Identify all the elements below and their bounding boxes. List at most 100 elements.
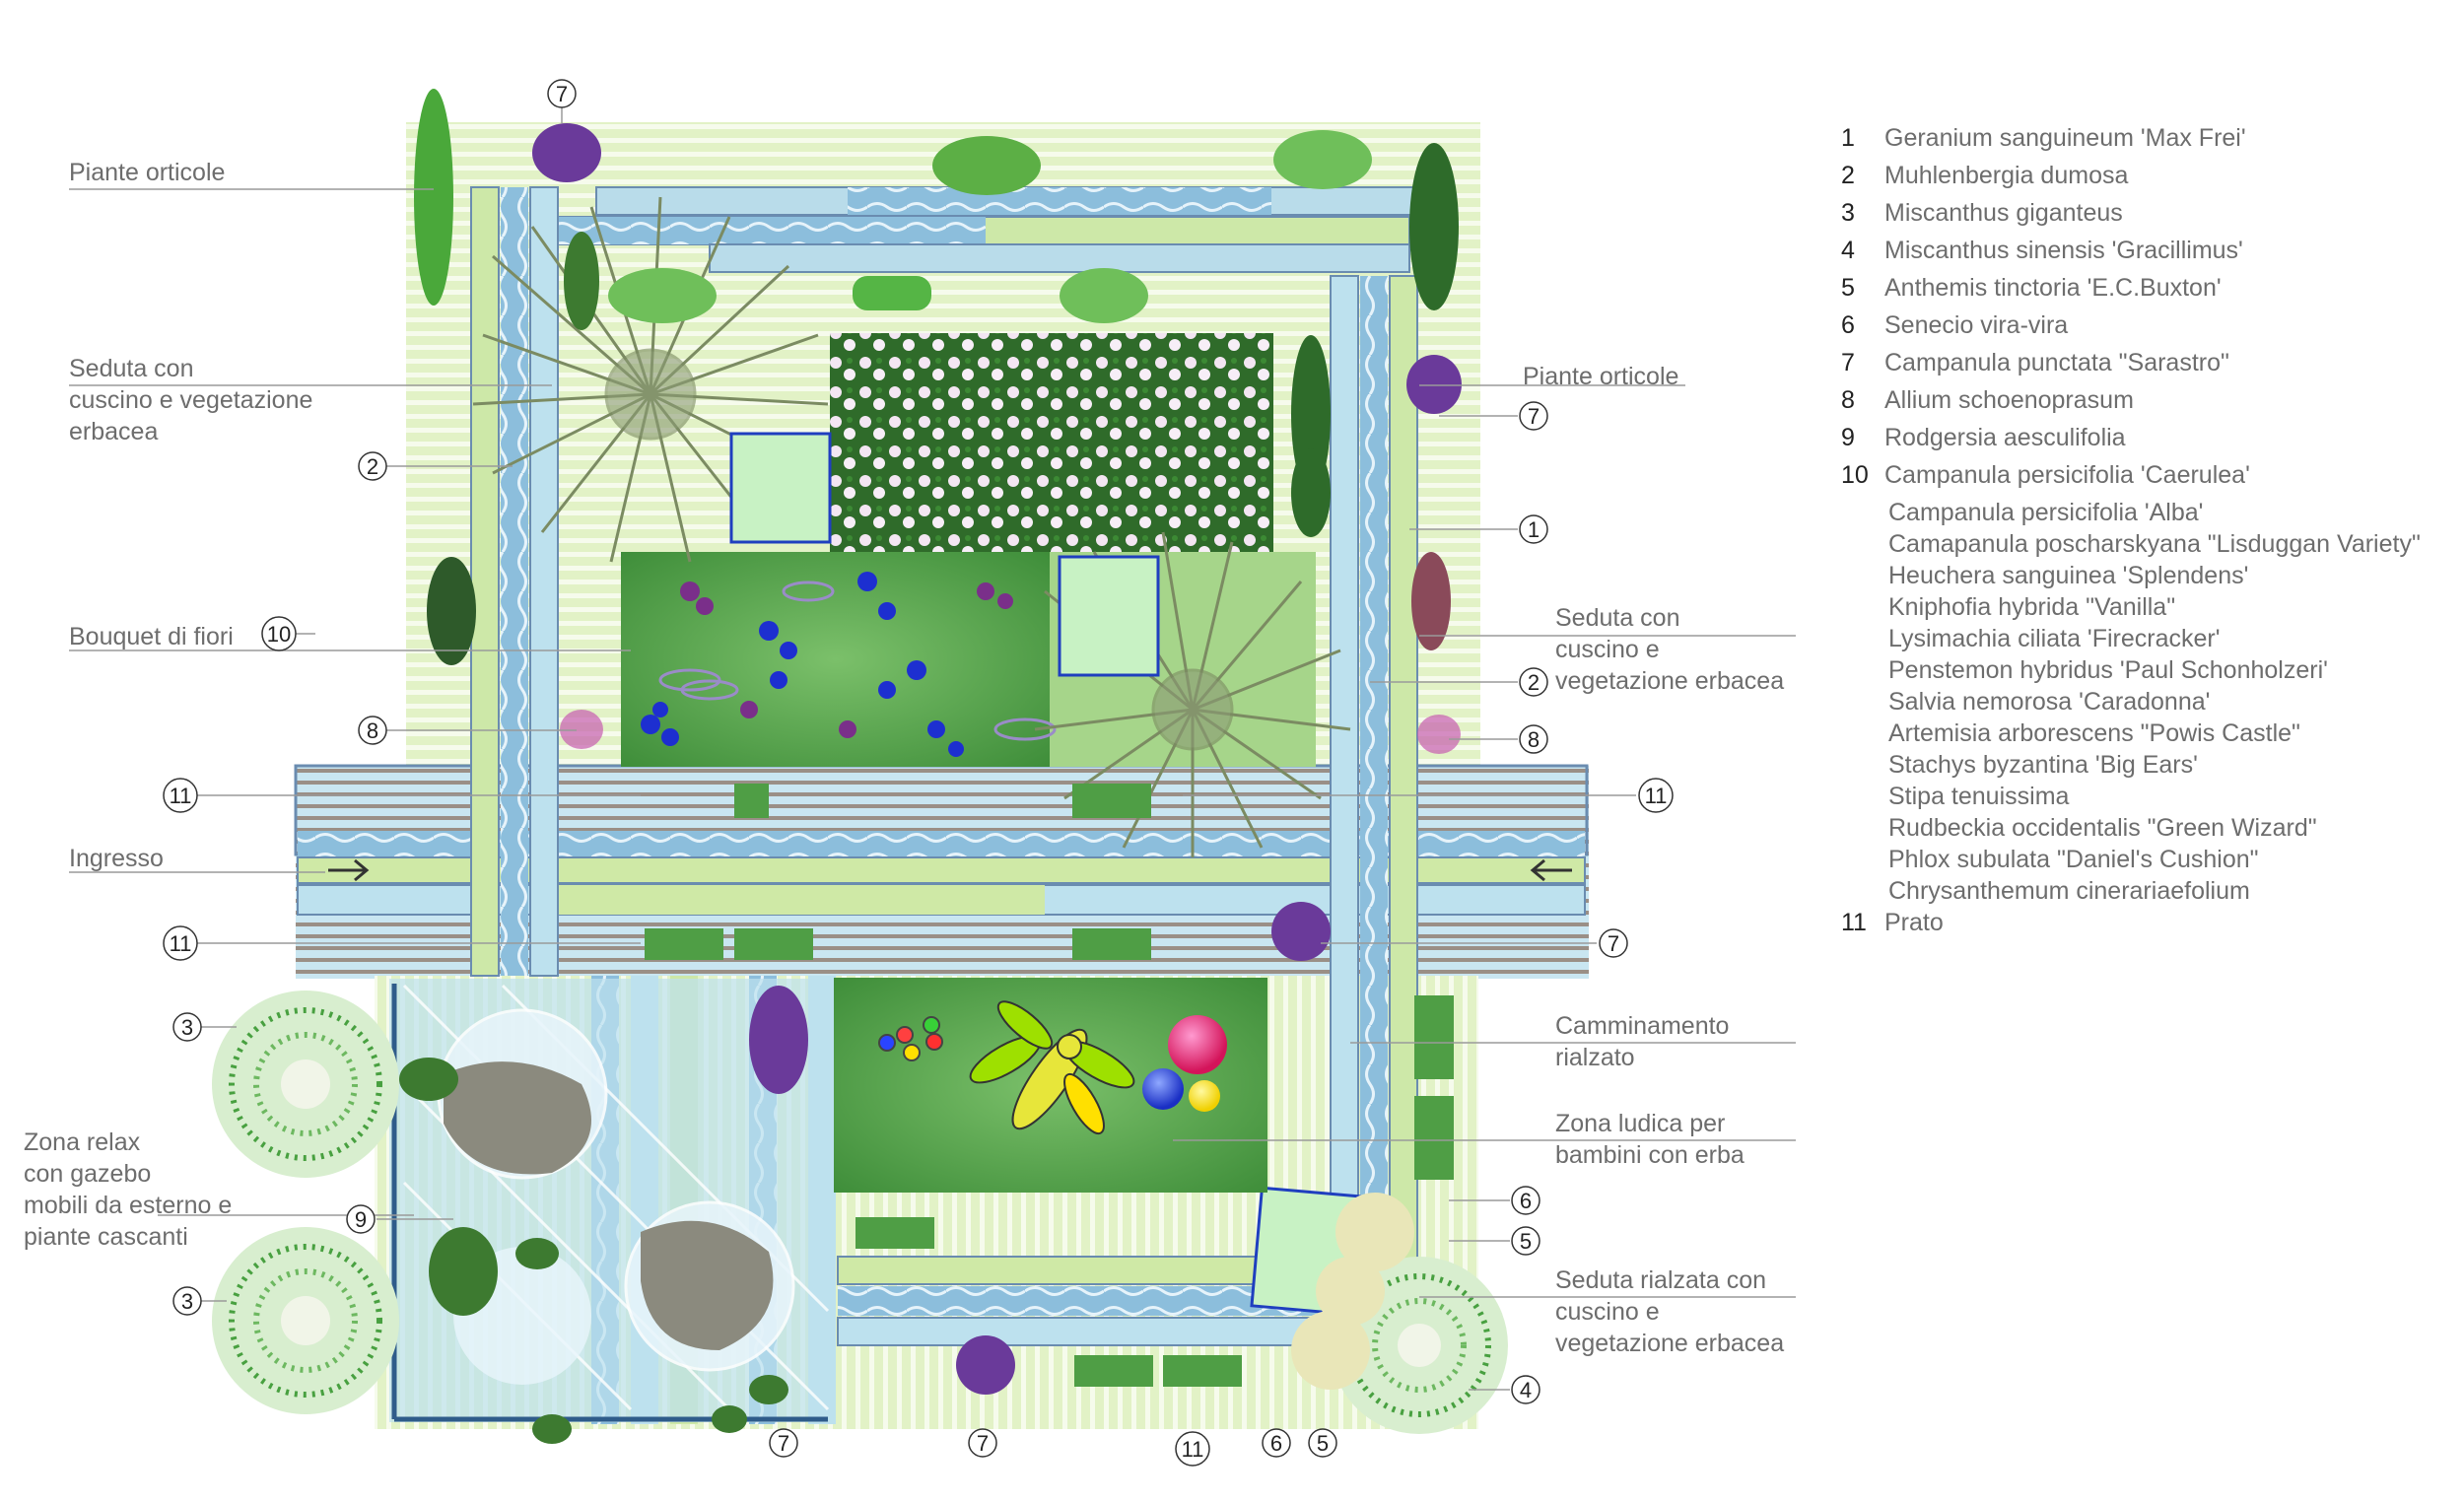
marker-number: 4 [1520, 1378, 1532, 1402]
marker-number: 11 [1182, 1437, 1204, 1462]
legend-row: 7 Campanula punctata "Sarastro" [1841, 349, 2452, 386]
label-zona-relax: Zona relax con gazebo mobili da esterno … [24, 1128, 233, 1251]
marker-number: 6 [1270, 1431, 1282, 1456]
legend-plant-name: Stipa tenuissima [1888, 783, 2070, 810]
marker-number: 7 [1528, 404, 1540, 429]
legend-plant-name: Miscanthus giganteus [1884, 199, 2123, 227]
marker-number: 8 [367, 718, 378, 743]
legend-number: 11 [1841, 909, 1867, 936]
marker-number: 5 [1520, 1229, 1532, 1254]
legend-row: 4 Miscanthus sinensis 'Gracillimus' [1841, 237, 2452, 274]
marker-number: 2 [1528, 670, 1540, 695]
legend-row: Stachys byzantina 'Big Ears' [1841, 751, 2452, 783]
legend-plant-name: Miscanthus sinensis 'Gracillimus' [1884, 237, 2243, 264]
legend-row: Chrysanthemum cinerariaefolium [1841, 877, 2452, 909]
legend-plant-name: Kniphofia hybrida "Vanilla" [1888, 593, 2176, 621]
legend-plant-name: Lysimachia ciliata 'Firecracker' [1888, 625, 2221, 652]
legend-number: 7 [1841, 349, 1855, 376]
legend-plant-name: Rudbeckia occidentalis "Green Wizard" [1888, 814, 2317, 842]
marker-m2-left: 2 [358, 451, 387, 481]
white-flower-bed [830, 333, 1273, 555]
marker-m9: 9 [346, 1204, 376, 1234]
legend-plant-name: Chrysanthemum cinerariaefolium [1888, 877, 2250, 905]
marker-m7-right-mid: 7 [1599, 928, 1628, 958]
entry-arrows [328, 858, 1572, 882]
label-camminamento: Camminamento rialzato [1555, 1012, 1730, 1071]
legend-row: Kniphofia hybrida "Vanilla" [1841, 593, 2452, 625]
label-seduta-left: Seduta con cuscino e vegetazione erbacea [69, 355, 313, 445]
legend-plant-name: Artemisia arborescens "Powis Castle" [1888, 719, 2300, 747]
legend-row: Phlox subulata "Daniel's Cushion" [1841, 846, 2452, 877]
legend-number: 10 [1841, 461, 1869, 489]
legend-number: 3 [1841, 199, 1855, 227]
legend-plant-name: Allium schoenoprasum [1884, 386, 2134, 414]
legend-plant-name: Senecio vira-vira [1884, 311, 2069, 339]
lawn-patches [645, 784, 1454, 1387]
legend-plant-name: Campanula persicifolia 'Caerulea' [1884, 461, 2250, 489]
legend-row: 10 Campanula persicifolia 'Caerulea' [1841, 461, 2452, 499]
marker-leaders [197, 106, 1636, 1391]
marker-m3-bottom: 3 [172, 1286, 202, 1316]
marker-m11-left-bottom: 11 [163, 925, 198, 961]
legend-row: Salvia nemorosa 'Caradonna' [1841, 688, 2452, 719]
label-piante-orticole-left: Piante orticole [69, 159, 226, 186]
legend-plant-name: Heuchera sanguinea 'Splendens' [1888, 562, 2249, 589]
label-piante-orticole-right: Piante orticole [1523, 363, 1679, 390]
legend-plant-name: Geranium sanguineum 'Max Frei' [1884, 124, 2246, 152]
legend-row: 11 Prato [1841, 909, 2452, 946]
play-lawn [834, 978, 1267, 1193]
legend-row: Campanula persicifolia 'Alba' [1841, 499, 2452, 530]
grass-tuft-right [1034, 531, 1351, 857]
marker-number: 11 [170, 931, 192, 956]
legend-row: 3 Miscanthus giganteus [1841, 199, 2452, 237]
legend-plant-name: Stachys byzantina 'Big Ears' [1888, 751, 2198, 779]
marker-number: 6 [1520, 1189, 1532, 1213]
legend-row: Rudbeckia occidentalis "Green Wizard" [1841, 814, 2452, 846]
marker-m7-top: 7 [547, 79, 577, 108]
legend-plant-name: Salvia nemorosa 'Caradonna' [1888, 688, 2211, 716]
legend-plant-name: Campanula persicifolia 'Alba' [1888, 499, 2204, 526]
legend-row: Camapanula poscharskyana "Lisduggan Vari… [1841, 530, 2452, 562]
label-bouquet: Bouquet di fiori [69, 623, 234, 650]
marker-m3-top: 3 [172, 1012, 202, 1042]
legend-row: Heuchera sanguinea 'Splendens' [1841, 562, 2452, 593]
label-ingresso: Ingresso [69, 845, 164, 872]
marker-m2-right: 2 [1519, 667, 1548, 697]
marker-m8-left: 8 [358, 716, 387, 745]
marker-number: 7 [778, 1431, 789, 1456]
marker-number: 11 [170, 784, 192, 808]
marker-m5-bottom: 5 [1308, 1428, 1337, 1458]
marker-m7-right-top: 7 [1519, 401, 1548, 431]
marker-m11-right: 11 [1638, 778, 1674, 813]
legend-row: Penstemon hybridus 'Paul Schonholzeri' [1841, 656, 2452, 688]
legend-plant-name: Campanula punctata "Sarastro" [1884, 349, 2229, 376]
marker-m6-bottom: 6 [1262, 1428, 1291, 1458]
legend-plant-name: Prato [1884, 909, 1944, 936]
marker-number: 1 [1528, 517, 1540, 542]
marker-number: 2 [367, 454, 378, 479]
legend-plant-name: Muhlenbergia dumosa [1884, 162, 2129, 189]
marker-m6-right: 6 [1511, 1186, 1540, 1215]
legend-number: 1 [1841, 124, 1855, 152]
marker-m5-right: 5 [1511, 1226, 1540, 1256]
marker-number: 7 [977, 1431, 989, 1456]
marker-number: 9 [355, 1207, 367, 1232]
marker-m7-bottom-left: 7 [769, 1428, 798, 1458]
marker-m11-left-top: 11 [163, 778, 198, 813]
marker-number: 3 [181, 1015, 193, 1040]
miscanthus-plants [212, 991, 1508, 1434]
label-seduta-right: Seduta con cuscino e vegetazione erbacea [1555, 604, 1785, 695]
marker-number: 8 [1528, 727, 1540, 752]
label-zona-ludica: Zona ludica per bambini con erba [1555, 1110, 1745, 1169]
marker-number: 7 [1608, 931, 1619, 956]
accent-shrubs [399, 89, 1462, 1444]
legend-number: 4 [1841, 237, 1855, 264]
marker-number: 3 [181, 1289, 193, 1314]
legend-number: 5 [1841, 274, 1855, 302]
